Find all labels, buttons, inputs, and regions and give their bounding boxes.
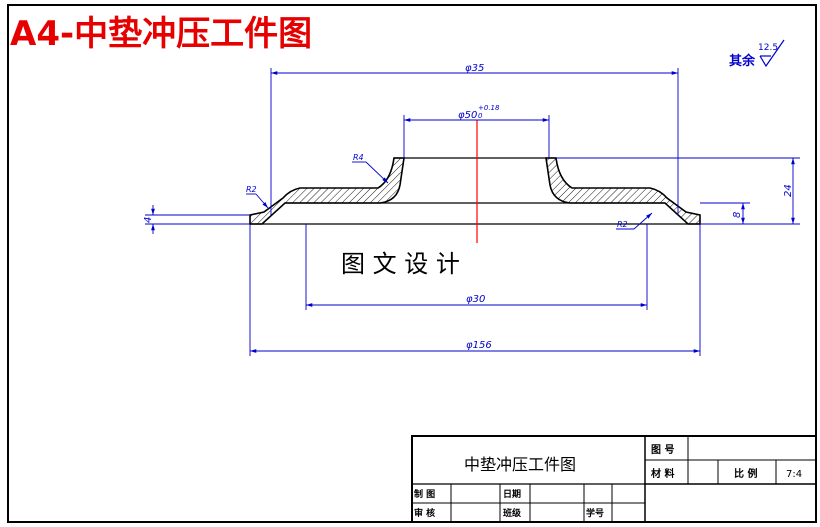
right-section: [545, 157, 701, 225]
tb-drafted-label: 制 图: [414, 488, 435, 500]
dim-d50: φ50: [458, 110, 477, 121]
dim-h4: 4: [143, 217, 154, 223]
tb-class-label: 班级: [503, 507, 522, 519]
left-section: [249, 157, 405, 225]
tb-drawing-name: 中垫冲压工件图: [464, 455, 576, 474]
dim-h8: 8: [732, 212, 743, 218]
dimension-labels: φ35 φ50 +0.18 0 φ30 φ156 24 8 4 R4 R2 R2: [143, 63, 794, 351]
tb-scale-label: 比 例: [734, 467, 757, 480]
surface-finish-label: 其余: [729, 53, 756, 69]
dimensions: [145, 68, 800, 356]
dim-d50-tol-low: 0: [478, 112, 483, 120]
dim-d156: φ156: [466, 340, 492, 351]
watermark: 图 文 设 计: [341, 250, 460, 278]
tb-student-no-label: 学号: [586, 507, 604, 519]
tb-drawing-no-label: 图 号: [651, 444, 674, 456]
tb-reviewed-label: 审 核: [414, 507, 435, 519]
dim-d35: φ35: [465, 63, 484, 74]
dim-d30: φ30: [466, 294, 485, 305]
dim-d50-tol: +0.18: [478, 104, 500, 112]
title-block-text: 中垫冲压工件图 图 号 材 料 比 例 7:4 制 图 审 核 日期 班级 学号: [414, 444, 802, 519]
dim-r2-left: R2: [246, 185, 257, 194]
dim-h24: 24: [783, 184, 794, 197]
surface-finish: 其余 12.5: [729, 39, 785, 69]
page-title: A4-中垫冲压工件图: [10, 14, 312, 54]
tb-material-label: 材 料: [651, 467, 674, 480]
surface-finish-value: 12.5: [758, 43, 778, 53]
tb-date-label: 日期: [503, 488, 521, 500]
dim-r2-right: R2: [617, 220, 628, 229]
tb-scale-value: 7:4: [786, 469, 802, 480]
dim-r4: R4: [353, 153, 364, 162]
title-block: [411, 435, 817, 523]
part-section: [249, 157, 701, 225]
roughness-icon: [759, 39, 785, 68]
